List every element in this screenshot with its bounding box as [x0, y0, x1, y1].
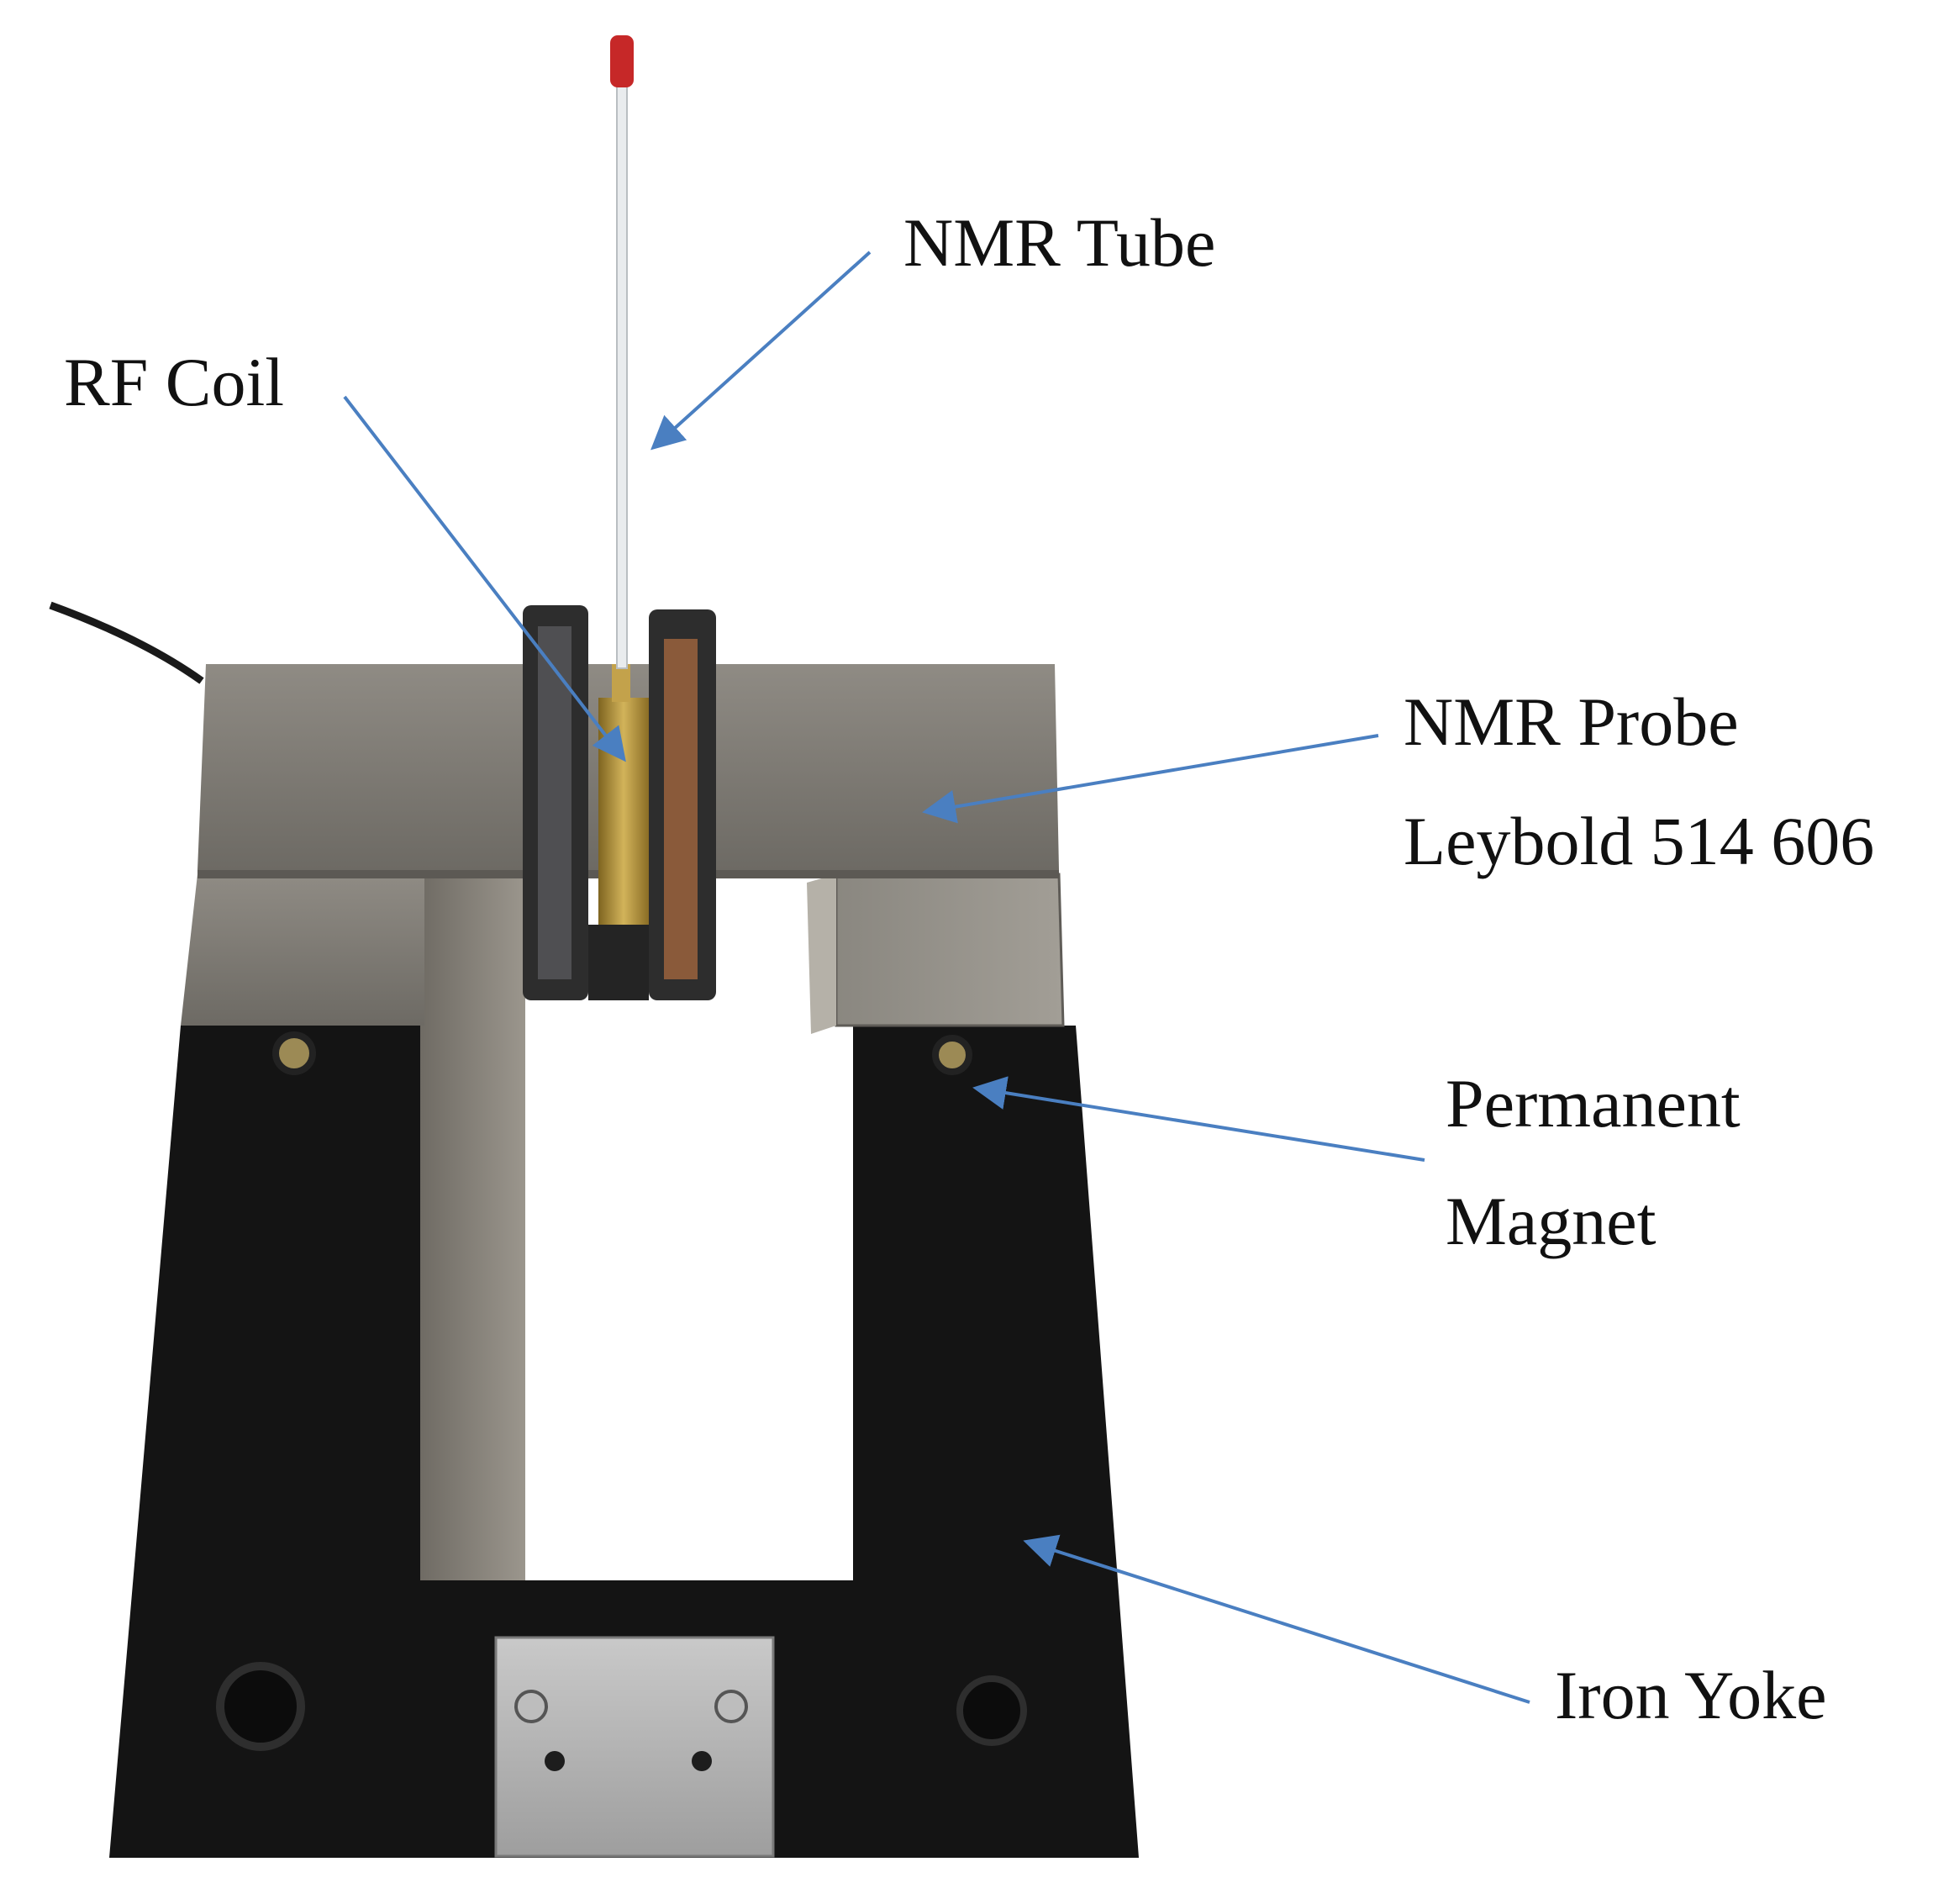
- arrow-nmr-tube: [650, 251, 872, 451]
- bracket-hole-left: [545, 1751, 565, 1771]
- label-rf-coil: RF Coil: [64, 344, 285, 420]
- bracket-hole-right: [692, 1751, 712, 1771]
- rf-coil-brass: [598, 698, 649, 925]
- probe-cable: [49, 601, 204, 684]
- bracket-screw-left: [514, 1690, 548, 1723]
- label-nmr-probe: NMR Probe: [1404, 683, 1739, 760]
- aluminium-bracket: [494, 1636, 775, 1858]
- coil-winding-left: [538, 626, 571, 979]
- arrow-permanent-magnet: [972, 1076, 1425, 1162]
- coil-winding-right: [664, 639, 698, 979]
- pole-piece-left: [181, 874, 424, 1026]
- tube-holder: [612, 664, 630, 702]
- arrow-iron-yoke: [1023, 1534, 1530, 1704]
- label-iron-yoke: Iron Yoke: [1555, 1657, 1827, 1733]
- label-nmr-probe-model: Leybold 514 606: [1404, 803, 1875, 879]
- bolt-right-lower: [956, 1675, 1027, 1746]
- iron-yoke: [109, 1026, 1139, 1858]
- nmr-tube: [616, 79, 628, 669]
- bolt-left-lower: [216, 1662, 305, 1751]
- magnet-side: [807, 874, 836, 1034]
- permanent-magnet: [835, 873, 1065, 1027]
- pole-piece-left-inner: [420, 874, 525, 1580]
- label-permanent: Permanent: [1446, 1065, 1741, 1142]
- screw-left-upper: [272, 1031, 316, 1075]
- yoke-opening: [525, 1009, 853, 1580]
- arrow-rf-coil: [343, 395, 626, 762]
- nmr-tube-cap: [610, 35, 634, 87]
- bracket-screw-right: [714, 1690, 748, 1723]
- probe-center-dark: [588, 925, 649, 1000]
- arrow-nmr-probe: [922, 734, 1379, 824]
- screw-right-upper: [932, 1035, 972, 1075]
- label-nmr-tube: NMR Tube: [903, 204, 1216, 281]
- label-magnet: Magnet: [1446, 1183, 1656, 1259]
